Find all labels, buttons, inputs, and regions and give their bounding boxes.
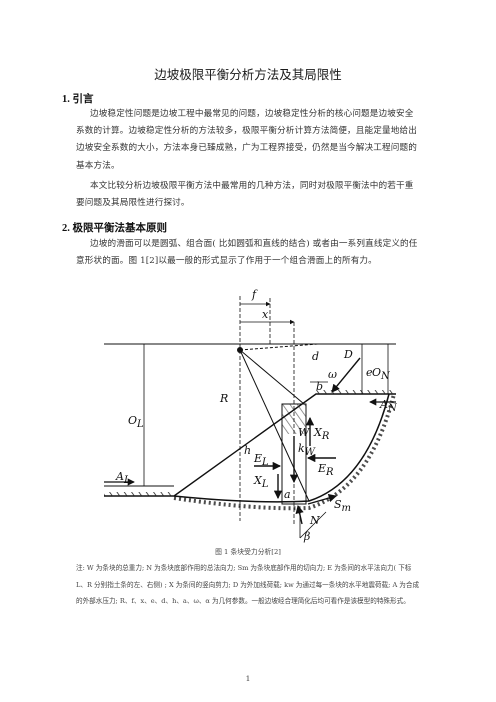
- section-heading-1: 1. 引言: [62, 94, 94, 105]
- label-kW: kW: [298, 442, 316, 458]
- moment-arm-d: [239, 343, 319, 351]
- label-b: b: [316, 380, 323, 393]
- Sm-arrow: [307, 493, 338, 505]
- label-d: d: [312, 350, 319, 363]
- label-ON: ON: [372, 366, 391, 382]
- label-N: N: [309, 514, 320, 527]
- label-XR: XR: [313, 426, 330, 442]
- slope-force-diagram: f x d D ω b e ON AN OL R W kW XR EL ER h…: [104, 288, 398, 543]
- label-e: e: [366, 366, 373, 379]
- paragraph-principle: 边坡的滑面可以是圆弧、组合面( 比如圆弧和直线的结合) 或者由一系列直线定义的任…: [76, 239, 418, 267]
- label-XL: XL: [253, 474, 269, 490]
- slip-surface: [173, 393, 390, 503]
- slip-surface-hatch: [173, 393, 396, 511]
- label-R: R: [219, 392, 228, 405]
- section-heading-2: 2. 极限平衡法基本原则: [62, 223, 167, 234]
- doc-title: 边坡极限平衡分析方法及其局限性: [154, 67, 342, 82]
- label-a: a: [284, 488, 291, 501]
- radius-to-load: [239, 349, 305, 405]
- label-f: f: [251, 288, 258, 301]
- label-h: h: [244, 444, 251, 457]
- label-W: W: [298, 426, 311, 439]
- figure-note: 注: W 为条块的总重力; N 为条块底部作用的总法向力; Sm 为条块底部作用…: [76, 564, 420, 606]
- paragraph-intro-2: 本文比较分析边坡极限平衡方法中最常用的几种方法，同时对极限平衡法中的若干重要问题…: [76, 181, 414, 209]
- label-x: x: [262, 308, 269, 321]
- beta-right: [299, 511, 327, 539]
- label-Sm: Sm: [334, 498, 351, 514]
- label-EL: EL: [253, 452, 269, 468]
- label-AL: AL: [115, 470, 131, 486]
- label-OL: OL: [128, 414, 144, 430]
- page-number: 1: [245, 674, 251, 683]
- label-beta: β: [303, 530, 310, 543]
- load-D-arrow: [331, 357, 361, 393]
- label-AN: AN: [379, 398, 398, 414]
- figure-caption: 图 1 条块受力分析[2]: [215, 548, 281, 556]
- label-D: D: [343, 348, 353, 361]
- crest-hatching: [316, 390, 396, 394]
- toe-hatching: [104, 492, 174, 496]
- paragraph-intro-1: 边坡稳定性问题是边坡工程中最常见的问题，边坡稳定性分析的核心问题是边坡安全系数的…: [76, 109, 418, 171]
- label-ER: ER: [317, 462, 334, 478]
- label-omega: ω: [328, 368, 337, 381]
